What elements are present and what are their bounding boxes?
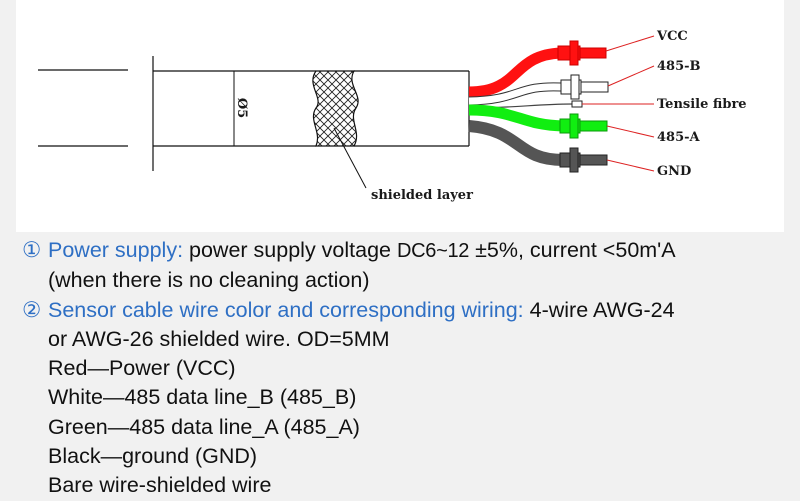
wire-red (468, 40, 607, 98)
sensor-cable-heading: Sensor cable wire color and correspondin… (48, 297, 524, 322)
diameter-label: Ø5 (234, 98, 249, 118)
cable-drawing: Ø5 shielded layer (38, 29, 747, 203)
label-gnd: GND (657, 164, 691, 179)
power-supply-note: (when there is no cleaning action) (48, 268, 370, 293)
label-tensile-fibre: Tensile fibre (657, 97, 747, 112)
wire-green-desc: Green—485 data line_A (485_A) (48, 414, 360, 439)
power-supply-heading: Power supply: (48, 238, 184, 262)
shield-leader (333, 127, 367, 189)
wire-white-desc: White—485 data line_B (485_B) (48, 385, 357, 410)
wire-white (468, 74, 609, 106)
cable-jacket (153, 70, 470, 147)
sensor-cable-text: 4-wire AWG-24 (523, 297, 675, 322)
leader-lines (582, 35, 655, 172)
wire-black (468, 120, 608, 173)
diameter-dimension: Ø5 (233, 71, 249, 146)
label-485b: 485-B (657, 59, 701, 74)
label-vcc: VCC (656, 29, 688, 44)
voltage-range: DC6~12 (396, 240, 470, 262)
label-485a: 485-A (657, 130, 701, 145)
power-supply-text: power supply voltage (183, 238, 397, 262)
shield-window (312, 70, 359, 147)
cable-diagram: Ø5 shielded layer (16, 0, 784, 232)
wire-bare-desc: Bare wire-shielded wire (48, 473, 272, 498)
wire-black-desc: Black—ground (GND) (48, 444, 258, 469)
wire-green (468, 104, 608, 139)
wire-red-desc: Red—Power (VCC) (48, 356, 236, 381)
sensor-cable-spec: or AWG-26 shielded wire. OD=5MM (48, 326, 390, 351)
mark-2: ② (22, 297, 42, 322)
shield-label: shielded layer (371, 188, 473, 203)
power-supply-tolerance: ±5%, current <50m'A (469, 238, 676, 262)
mark-1: ① (22, 238, 42, 262)
